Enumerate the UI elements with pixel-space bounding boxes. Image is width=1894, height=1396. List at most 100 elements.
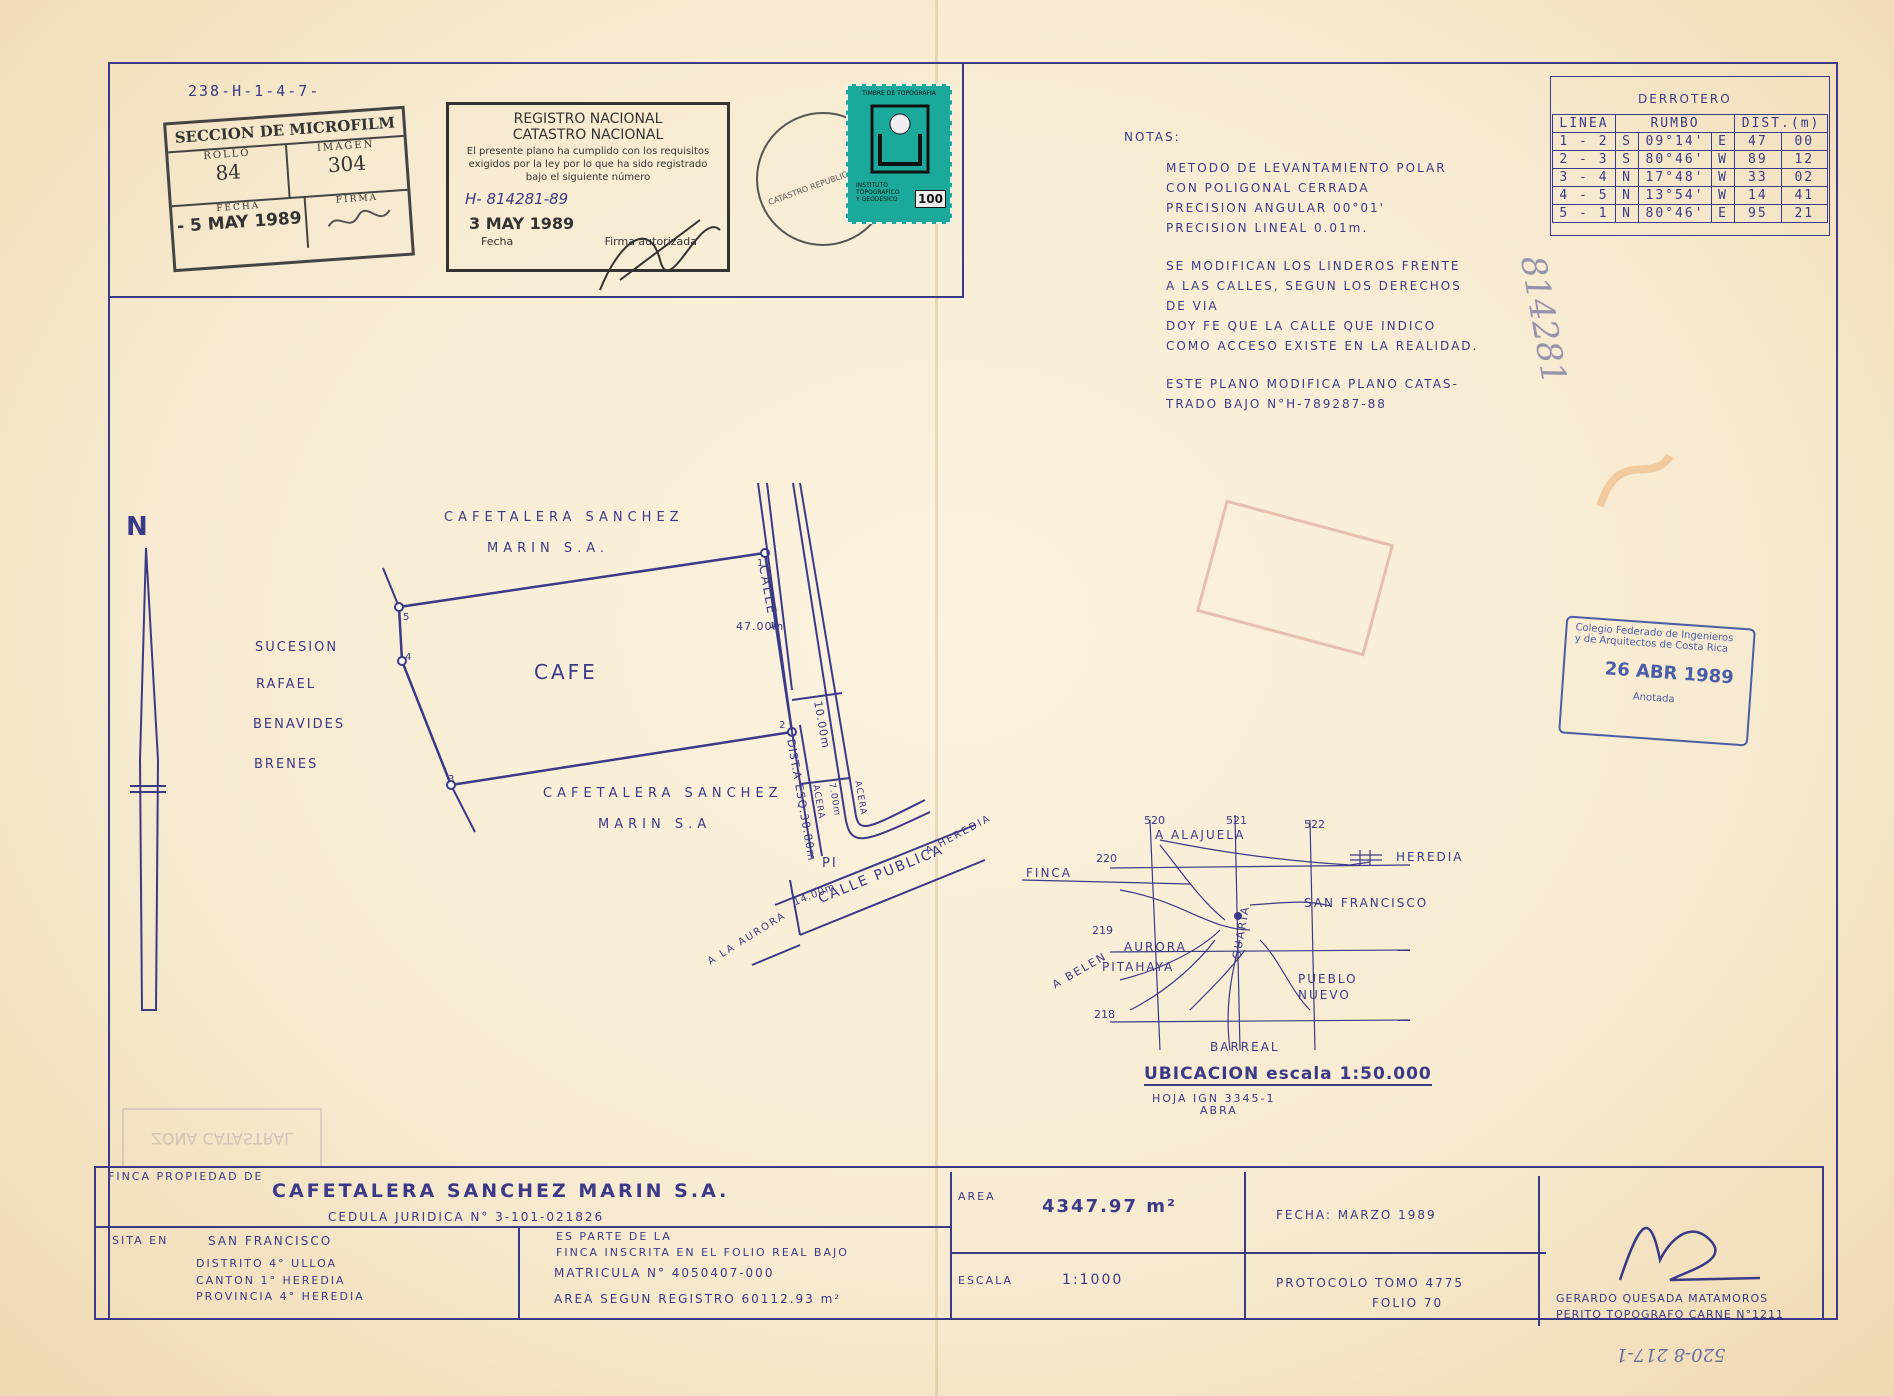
microfilm-stamp: SECCION DE MICROFILM ROLLO 84 IMAGEN 304… [163, 105, 415, 273]
table-cell: 80°46' [1638, 204, 1712, 223]
footer-divider-v4 [518, 1228, 520, 1320]
map-label-alajuela: A ALAJUELA [1155, 828, 1246, 842]
location-map-abra: ABRA [1200, 1104, 1238, 1117]
topografia-timbre: TIMBRE DE TOPOGRAFIA INSTITUTO TOPOGRAFI… [846, 84, 952, 224]
registro-line2: CATASTRO NACIONAL [512, 127, 664, 143]
registro-number: H- 814281-89 [465, 190, 569, 208]
map-label-pueblo: PUEBLO [1298, 972, 1358, 986]
vertex-1: 1 [757, 558, 764, 569]
timbre-line-1: INSTITUTO [856, 182, 888, 189]
table-cell: N [1614, 204, 1640, 223]
grid-top-3: 522 [1304, 818, 1325, 831]
registro-stamp: REGISTRO NACIONAL CATASTRO NACIONAL El p… [446, 102, 730, 272]
pi-label: PI [822, 856, 838, 871]
microfilm-signature [327, 209, 391, 227]
owner-label: FINCA PROPIEDAD DE [108, 1170, 264, 1183]
nota-line: PRECISION ANGULAR 00°01' [1166, 201, 1385, 215]
table-cell: 4 - 5 [1552, 186, 1616, 205]
protocolo: PROTOCOLO TOMO 4775 [1276, 1276, 1465, 1290]
surveyor-title: PERITO TOPOGRAFO CARNE N°1211 [1556, 1308, 1784, 1321]
west-neighbor-2: RAFAEL [256, 677, 317, 692]
north-neighbor-2: MARIN S.A. [487, 541, 610, 556]
nota-line: DE VIA [1166, 299, 1219, 313]
location-map-title: UBICACION escala 1:50.000 [1144, 1064, 1432, 1086]
south-neighbor-2: MARIN S.A [598, 817, 712, 832]
nota-line: A LAS CALLES, SEGUN LOS DERECHOS [1166, 279, 1462, 293]
west-neighbor-3: BENAVIDES [253, 717, 346, 732]
folio: FOLIO 70 [1372, 1296, 1444, 1310]
map-label-heredia: HEREDIA [1396, 850, 1464, 864]
grid-top-2: 521 [1226, 814, 1247, 827]
matricula: MATRICULA N° 4050407-000 [554, 1266, 775, 1280]
table-cell: 95 [1734, 204, 1782, 223]
escala-value: 1:1000 [1062, 1272, 1124, 1288]
notas-block: METODO DE LEVANTAMIENTO POLAR CON POLIGO… [1166, 158, 1478, 414]
timbre-value: 100 [914, 190, 946, 208]
cedula: CEDULA JURIDICA N° 3-101-021826 [328, 1210, 605, 1224]
finca-inscrita: FINCA INSCRITA EN EL FOLIO REAL BAJO [556, 1246, 849, 1259]
parcel-label: CAFE [534, 660, 598, 684]
footer-divider-area [950, 1172, 952, 1320]
es-parte: ES PARTE DE LA [556, 1230, 672, 1243]
nota-line: TRADO BAJO N°H-789287-88 [1166, 397, 1387, 411]
sita-label: SITA EN [112, 1234, 169, 1247]
timbre-line-3: Y GEODESICO [856, 196, 898, 203]
bottom-handwritten: 520-8 217-1 [1616, 1344, 1726, 1365]
table-cell: 89 [1734, 150, 1782, 169]
grid-left-1: 220 [1096, 852, 1117, 865]
registro-date: 3 MAY 1989 [469, 214, 575, 233]
location-map-hoja: HOJA IGN 3345-1 [1152, 1092, 1276, 1105]
footer-divider-2 [1244, 1172, 1246, 1320]
grid-left-3: 218 [1094, 1008, 1115, 1021]
north-arrow-icon [138, 547, 160, 1011]
nota-line: COMO ACCESO EXISTE EN LA REALIDAD. [1166, 339, 1479, 353]
timbre-emblem-icon [870, 104, 930, 174]
area-registro: AREA SEGUN REGISTRO 60112.93 m² [554, 1292, 842, 1306]
table-cell: N [1614, 186, 1640, 205]
fecha: FECHA: MARZO 1989 [1276, 1208, 1437, 1222]
table-cell: 5 - 1 [1552, 204, 1616, 223]
nota-line: SE MODIFICAN LOS LINDEROS FRENTE [1166, 259, 1461, 273]
canton: CANTON 1° HEREDIA [196, 1274, 346, 1287]
map-label-pitahaya: PITAHAYA [1102, 960, 1175, 974]
footer-divider-h2 [952, 1252, 1546, 1254]
nota-line: PRECISION LINEAL 0.01m. [1166, 221, 1369, 235]
escala-label: ESCALA [958, 1274, 1014, 1287]
table-cell: 02 [1780, 168, 1829, 187]
map-label-nuevo: NUEVO [1298, 988, 1351, 1002]
orange-smudge [1596, 453, 1674, 508]
west-neighbor-1: SUCESION [255, 640, 339, 655]
nota-line: METODO DE LEVANTAMIENTO POLAR [1166, 161, 1447, 175]
sheet-code: 238-H-1-4-7- [188, 82, 321, 100]
registro-fecha-label: Fecha [481, 235, 514, 248]
stamp-section-box [108, 62, 964, 298]
map-label-barreal: BARREAL [1210, 1040, 1280, 1054]
footer-divider-3 [1538, 1176, 1540, 1326]
location-map [1021, 814, 1411, 1051]
vertex-2: 2 [779, 720, 786, 731]
notas-title: NOTAS: [1124, 130, 1181, 144]
vertex-5: 5 [403, 612, 410, 623]
south-neighbor-1: CAFETALERA SANCHEZ [543, 786, 783, 801]
north-neighbor-1: CAFETALERA SANCHEZ [444, 510, 684, 525]
grid-left-2: 219 [1092, 924, 1113, 937]
footer-block [94, 1166, 1824, 1320]
west-neighbor-4: BRENES [254, 757, 319, 772]
derrotero-title: DERROTERO [1638, 92, 1732, 106]
table-cell: 21 [1780, 204, 1829, 223]
distrito: DISTRITO 4° ULLOA [196, 1257, 338, 1270]
timbre-line-2: TOPOGRAFICO [856, 189, 900, 196]
footer-divider-h1 [94, 1226, 952, 1228]
derrotero-header: DIST.(m) [1734, 114, 1828, 133]
timbre-top: TIMBRE DE TOPOGRAFIA [862, 90, 936, 97]
fold-line [935, 0, 938, 1396]
grid-top-1: 520 [1144, 814, 1165, 827]
map-label-finca: FINCA [1026, 866, 1073, 880]
vertex-3: 3 [448, 774, 455, 785]
derrotero-box [1550, 76, 1830, 236]
